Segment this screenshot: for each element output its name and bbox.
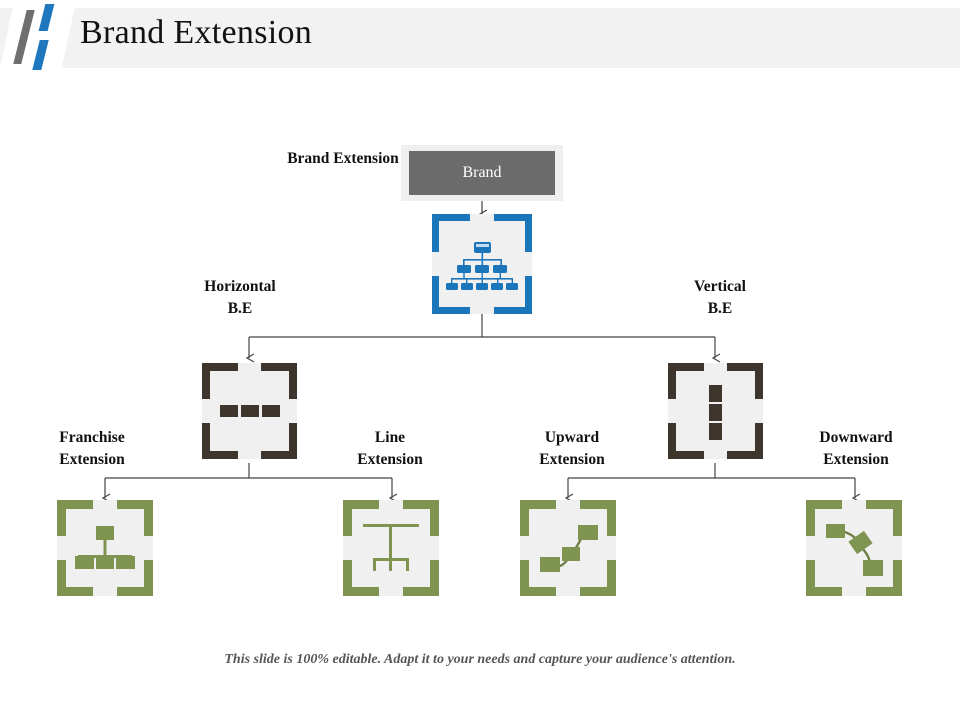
label-vertical-be: Vertical B.E	[694, 278, 746, 318]
label-downward-extension: Downward Extension	[819, 429, 893, 469]
company-logo-icon	[0, 0, 77, 78]
brand-box[interactable]: Brand	[409, 151, 555, 195]
line-extension-icon-box[interactable]	[343, 500, 439, 596]
downward-extension-icon-box[interactable]	[806, 500, 902, 596]
upward-extension-icon-box[interactable]	[520, 500, 616, 596]
footer-note: This slide is 100% editable. Adapt it to…	[224, 652, 736, 667]
upward-trend-icon	[520, 500, 616, 596]
franchise-tree-icon	[57, 500, 153, 596]
slide-header: Brand Extension	[0, 8, 960, 68]
horizontal-bars-icon	[202, 363, 297, 459]
org-chart-icon	[432, 214, 532, 314]
brand-box-frame: Brand	[401, 145, 563, 201]
page-title: Brand Extension	[80, 14, 313, 51]
horizontal-be-icon-box[interactable]	[202, 363, 297, 459]
label-brand-extension: Brand Extension	[287, 150, 399, 167]
line-branch-icon	[343, 500, 439, 596]
label-horizontal-be: Horizontal B.E	[204, 278, 276, 318]
label-franchise-extension: Franchise Extension	[59, 429, 125, 469]
org-chart-icon-box[interactable]	[432, 214, 532, 314]
vertical-bars-icon	[668, 363, 763, 459]
downward-trend-icon	[806, 500, 902, 596]
franchise-extension-icon-box[interactable]	[57, 500, 153, 596]
label-upward-extension: Upward Extension	[539, 429, 605, 469]
vertical-be-icon-box[interactable]	[668, 363, 763, 459]
label-line-extension: Line Extension	[357, 429, 423, 469]
